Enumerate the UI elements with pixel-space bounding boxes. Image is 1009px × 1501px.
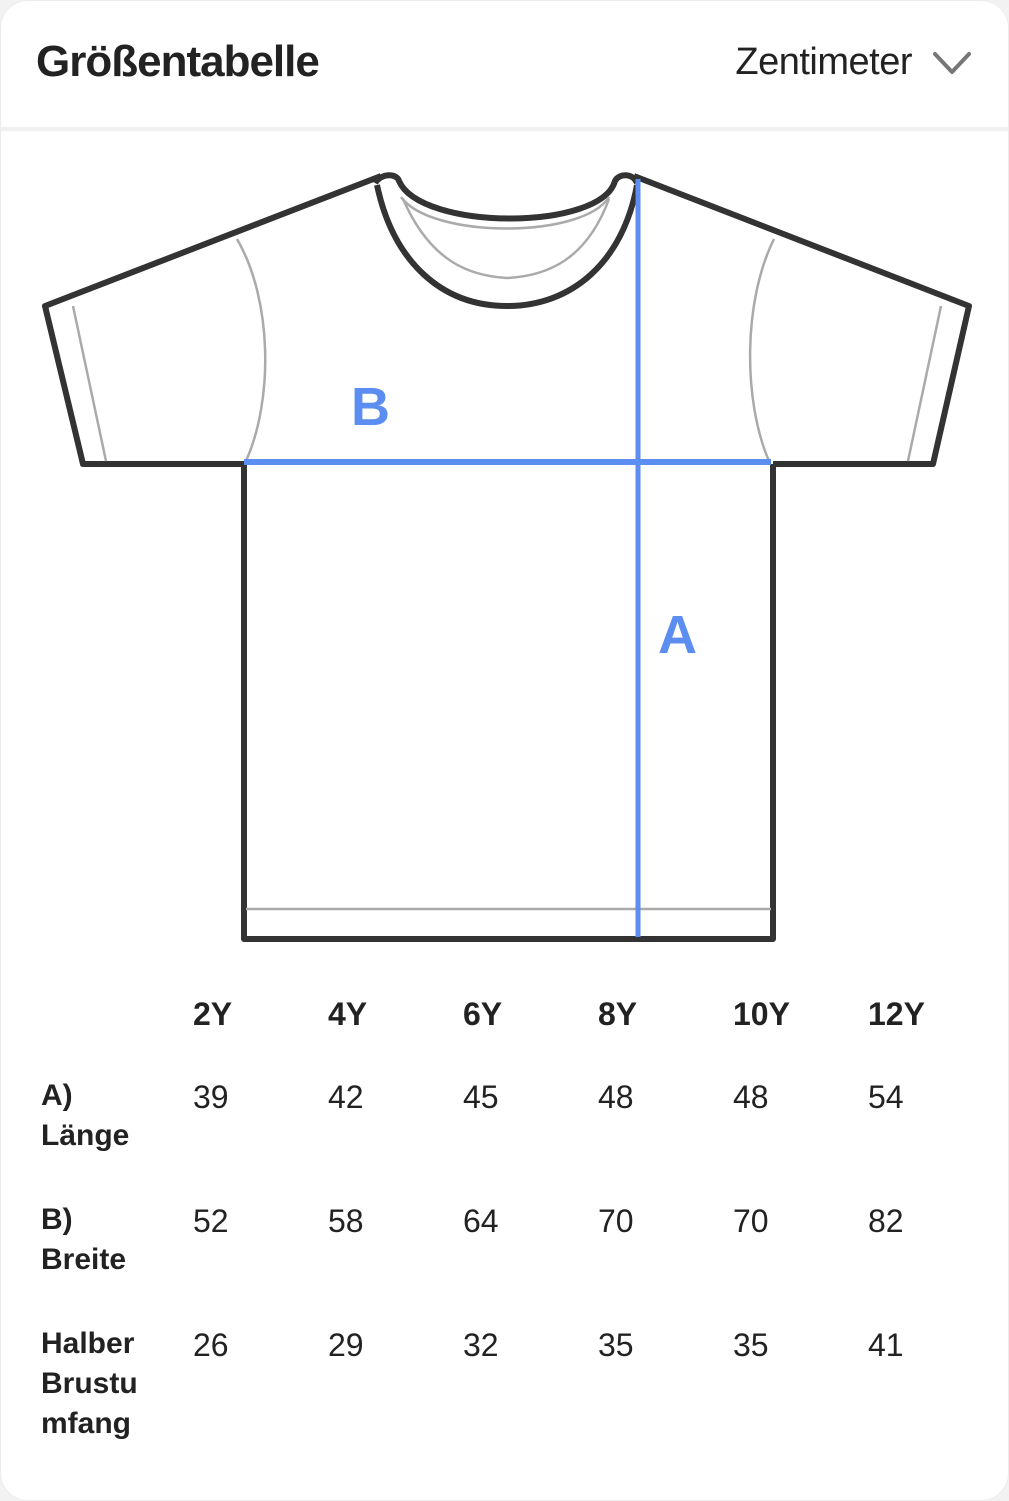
table-cell: 70 xyxy=(598,1203,634,1239)
row-label-line: mfang xyxy=(41,1407,131,1440)
row-label-line: Halber xyxy=(41,1327,135,1360)
column-header: 10Y xyxy=(733,996,790,1032)
table-cell: 35 xyxy=(598,1327,634,1363)
column-header: 8Y xyxy=(598,996,638,1032)
label-a: A xyxy=(658,605,697,665)
table-cell: 42 xyxy=(328,1079,364,1115)
row-label-line: Brustu xyxy=(41,1367,138,1400)
row-label-line: Länge xyxy=(41,1119,130,1152)
table-cell: 29 xyxy=(328,1327,364,1363)
table-header-row: 2Y 4Y 6Y 8Y 10Y 12Y xyxy=(41,996,981,1076)
column-header: 6Y xyxy=(463,996,503,1032)
row-label-line: Breite xyxy=(41,1243,127,1276)
table-row: A) Länge 39 42 45 48 48 54 xyxy=(41,1076,981,1200)
table-row: Halber Brustu mfang 26 29 32 35 35 41 xyxy=(41,1324,981,1464)
table-cell: 58 xyxy=(328,1203,364,1239)
table-cell: 70 xyxy=(733,1203,769,1239)
row-label: B) Breite xyxy=(41,1200,161,1280)
label-b: B xyxy=(351,377,390,437)
table-cell: 26 xyxy=(193,1327,229,1363)
row-label-line: A) xyxy=(41,1079,73,1112)
page-title: Größentabelle xyxy=(36,37,320,86)
table-cell: 41 xyxy=(868,1327,904,1363)
row-label: Halber Brustu mfang xyxy=(41,1324,161,1444)
unit-dropdown[interactable]: Zentimeter xyxy=(735,41,972,84)
table-cell: 32 xyxy=(463,1327,499,1363)
table-cell: 48 xyxy=(598,1079,634,1115)
size-table: 2Y 4Y 6Y 8Y 10Y 12Y A) Länge 39 42 45 48… xyxy=(41,996,981,1464)
table-row: B) Breite 52 58 64 70 70 82 xyxy=(41,1200,981,1324)
tshirt-measurement-diagram: B A xyxy=(42,172,972,942)
unit-selected-label: Zentimeter xyxy=(735,41,912,83)
column-header: 12Y xyxy=(868,996,925,1032)
table-cell: 52 xyxy=(193,1203,229,1239)
row-label-line: B) xyxy=(41,1203,73,1236)
table-cell: 39 xyxy=(193,1079,229,1115)
row-label: A) Länge xyxy=(41,1076,161,1156)
table-cell: 82 xyxy=(868,1203,904,1239)
column-header: 2Y xyxy=(193,996,233,1032)
table-cell: 64 xyxy=(463,1203,499,1239)
column-header: 4Y xyxy=(328,996,368,1032)
table-cell: 35 xyxy=(733,1327,769,1363)
table-cell: 48 xyxy=(733,1079,769,1115)
chevron-down-icon xyxy=(933,51,971,74)
table-cell: 45 xyxy=(463,1079,499,1115)
header: Größentabelle Zentimeter xyxy=(1,1,1008,131)
table-cell: 54 xyxy=(868,1079,904,1115)
